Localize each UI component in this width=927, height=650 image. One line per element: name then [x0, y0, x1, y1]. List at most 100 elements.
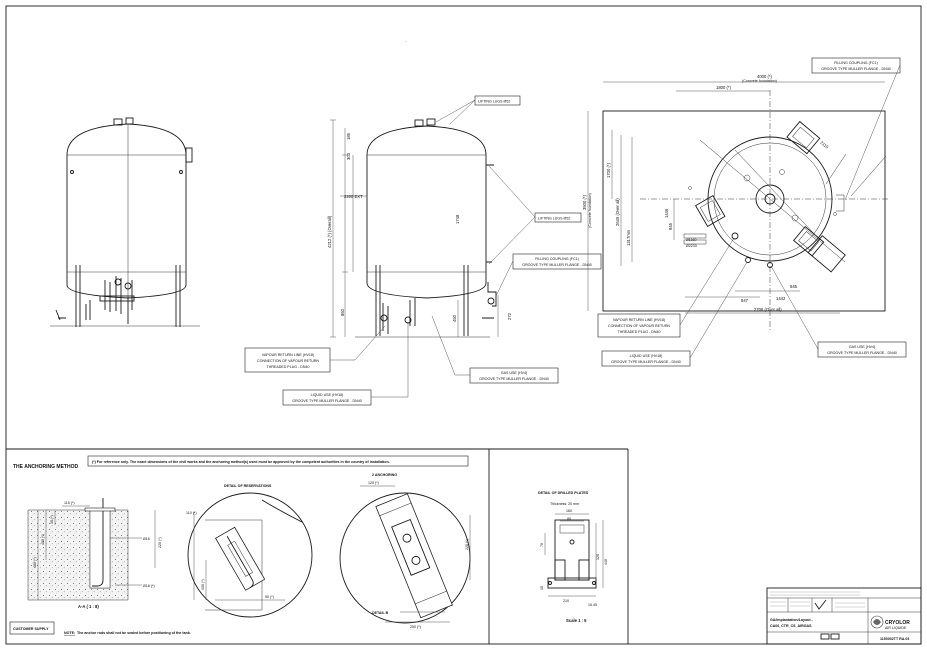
- svg-text:70: 70: [540, 543, 544, 547]
- svg-text:80: 80: [567, 517, 571, 521]
- svg-text:440: 440: [604, 559, 608, 565]
- svg-text:CONNECTION OF VAPOUR RETURN: CONNECTION OF VAPOUR RETURN: [608, 324, 670, 328]
- svg-text:GAS USE (HV4): GAS USE (HV4): [849, 345, 875, 349]
- svg-text:3500 (*): 3500 (*): [582, 194, 587, 210]
- svg-text:160: 160: [566, 509, 572, 513]
- callout-liquid-use-plan: LIQUID USE (HV18) GROOVE TYPE MULLER FLA…: [601, 261, 748, 367]
- svg-text:15.45: 15.45: [588, 603, 597, 607]
- svg-text:947: 947: [741, 298, 749, 303]
- svg-text:400 (*): 400 (*): [201, 579, 205, 590]
- svg-text:Ø18 (*): Ø18 (*): [143, 584, 155, 588]
- sheet-border: [5, 5, 922, 645]
- svg-text:1446: 1446: [664, 208, 669, 218]
- svg-text:DETAIL OF DRILLED PLATES: DETAIL OF DRILLED PLATES: [538, 491, 589, 495]
- svg-text:1800 (*): 1800 (*): [716, 85, 732, 90]
- svg-text:120: 120: [596, 554, 600, 560]
- svg-text:303: 303: [346, 152, 351, 160]
- svg-text:1442: 1442: [776, 296, 786, 301]
- svg-text:Ø2233: Ø2233: [686, 244, 697, 248]
- svg-text:945: 945: [668, 222, 673, 230]
- svg-text:(Concrete foundation): (Concrete foundation): [742, 79, 777, 83]
- svg-text:GROOVE TYPE MULLER FLANGE - DN: GROOVE TYPE MULLER FLANGE - DN40: [821, 67, 890, 71]
- svg-text:THREADED PLUG - DN40: THREADED PLUG - DN40: [618, 330, 661, 334]
- svg-text:FILLING COUPLING (FC1): FILLING COUPLING (FC1): [535, 257, 579, 261]
- svg-text:30 (*): 30 (*): [50, 515, 54, 524]
- anchoring-note-box: [87, 455, 469, 467]
- svg-text:250 (*): 250 (*): [410, 625, 421, 629]
- drawing-title-line1: GA/Implantation/Layout -: [770, 618, 814, 622]
- svg-text:1748: 1748: [455, 214, 460, 224]
- svg-text:110 (*): 110 (*): [186, 511, 197, 515]
- svg-text:450: 450: [452, 314, 457, 322]
- svg-text:645: 645: [790, 284, 798, 289]
- svg-text:1700 (*): 1700 (*): [606, 162, 611, 178]
- svg-text:GAS USE (HV4): GAS USE (HV4): [501, 371, 527, 375]
- callout-gas-use-side: GAS USE (HV4) GROOVE TYPE MULLER FLANGE …: [431, 315, 559, 384]
- svg-text:220 (*): 220 (*): [158, 537, 162, 548]
- elevation-dimension-texts: 4212 (*) (Overall) 185 303 1748 860 450 …: [327, 132, 512, 322]
- section-a-a: 115 (*) 480 (*) 400 (*) 30 (*) 220 (*) Ø…: [27, 498, 162, 609]
- svg-text:LIFTING LUGS Ø52: LIFTING LUGS Ø52: [538, 217, 570, 221]
- svg-text:860: 860: [340, 308, 345, 316]
- svg-text:2110: 2110: [819, 140, 830, 150]
- anchor-note-text: The anchor rods shall not be sealed befo…: [77, 631, 191, 635]
- callout-vapour-return-side: VAPOUR RETURN LINE (HV18) CONNECTION OF …: [244, 325, 386, 373]
- tank-side-elevation: [330, 118, 499, 338]
- svg-text:THREADED PLUG - DN40: THREADED PLUG - DN40: [267, 365, 310, 369]
- callout-lifting-lugs-side: LIFTING LUGS Ø52: [488, 165, 582, 265]
- plan-dimension-texts: 4000 (*) (Concrete foundation) 1800 (*) …: [582, 74, 830, 312]
- svg-text:LIFTING LUGS Ø52: LIFTING LUGS Ø52: [478, 100, 510, 104]
- svg-text:Ø16: Ø16: [143, 537, 150, 541]
- callout-vapour-return-plan: VAPOUR RETURN LINE (HV18) CONNECTION OF …: [597, 237, 735, 338]
- svg-text:GROOVE TYPE MULLER FLANGE - DN: GROOVE TYPE MULLER FLANGE - DN40: [827, 351, 896, 355]
- svg-text:GROOVE TYPE MULLER FLANGE - DN: GROOVE TYPE MULLER FLANGE - DN40: [292, 399, 361, 403]
- company-name: CRYOLOR: [885, 620, 910, 626]
- callout-liquid-use-side: LIQUID USE (HV18) GROOVE TYPE MULLER FLA…: [282, 322, 409, 406]
- svg-text:2645 (Over all): 2645 (Over all): [615, 198, 620, 226]
- anchor-note-label: NOTE:: [64, 631, 75, 635]
- svg-text:Ø1160: Ø1160: [686, 238, 697, 242]
- svg-text:2 ANCHORING: 2 ANCHORING: [372, 473, 397, 477]
- svg-text:VAPOUR RETURN LINE (HV18): VAPOUR RETURN LINE (HV18): [262, 353, 314, 357]
- svg-text:4212 (*) (Overall): 4212 (*) (Overall): [327, 215, 332, 248]
- svg-text:˙: ˙: [405, 41, 407, 47]
- svg-text:GROOVE TYPE MULLER FLANGE - DN: GROOVE TYPE MULLER FLANGE - DN40: [522, 263, 591, 267]
- svg-text:A-A ( 1 : 8): A-A ( 1 : 8): [78, 604, 99, 609]
- anchoring-note: (*) For reference only. The exact dimens…: [92, 460, 390, 464]
- svg-text:LIQUID USE (HV18): LIQUID USE (HV18): [630, 354, 663, 358]
- title-block: GA/Implantation/Layout - CA06_CTR_CS_AIR…: [766, 587, 922, 645]
- svg-text:Thickness: 20 mm: Thickness: 20 mm: [550, 502, 579, 506]
- anchoring-title: THE ANCHORING METHOD: [13, 464, 78, 470]
- svg-text:4000 (*): 4000 (*): [757, 74, 773, 79]
- svg-text:DETAIL B: DETAIL B: [372, 611, 389, 615]
- svg-text:CONNECTION OF VAPOUR RETURN: CONNECTION OF VAPOUR RETURN: [257, 359, 319, 363]
- svg-text:LIQUID USE (HV18): LIQUID USE (HV18): [311, 393, 344, 397]
- tank-front-view-left: [50, 117, 200, 327]
- svg-text:185: 185: [346, 132, 351, 140]
- svg-text:Scale 1 : 5: Scale 1 : 5: [566, 618, 587, 623]
- svg-text:115 (*): 115 (*): [64, 501, 75, 505]
- detail-of-reservations: DETAIL OF RESERVATIONS 110 (*) 400 (*) 9…: [186, 484, 313, 618]
- callout-filling-coupling-side: FILLING COUPLING (FC1) GROOVE TYPE MULLE…: [495, 253, 602, 297]
- svg-text:GROOVE TYPE MULLER FLANGE - DN: GROOVE TYPE MULLER FLANGE - DN40: [479, 377, 548, 381]
- svg-text:15: 15: [540, 586, 544, 590]
- svg-text:480 (*): 480 (*): [33, 557, 37, 568]
- svg-text:VAPOUR RETURN LINE (HV18): VAPOUR RETURN LINE (HV18): [613, 318, 665, 322]
- callout-lifting-lugs-top: LIFTING LUGS Ø52: [435, 95, 521, 125]
- drawing-title-line2: CA06_CTR_CS_AIRGAS: [770, 624, 812, 628]
- svg-text:90 (*): 90 (*): [265, 595, 274, 599]
- callout-gas-use-plan: GAS USE (HV4) GROOVE TYPE MULLER FLANGE …: [770, 265, 907, 358]
- svg-text:272: 272: [507, 312, 512, 320]
- svg-text:GROOVE TYPE MULLER FLANGE - DN: GROOVE TYPE MULLER FLANGE - DN40: [611, 360, 680, 364]
- svg-text:400 (*): 400 (*): [41, 534, 45, 545]
- callout-filling-coupling-plan: FILLING COUPLING (FC1) GROOVE TYPE MULLE…: [811, 57, 901, 201]
- detail-b-anchoring: 2 ANCHORING 120 (*) 220 (*) 250 (*) DETA…: [339, 473, 471, 629]
- customer-supply-box: [9, 621, 55, 635]
- svg-text:2706 (Over all): 2706 (Over all): [754, 307, 782, 312]
- svg-text:1317mm: 1317mm: [626, 229, 631, 246]
- ext-diameter-label: 2200 EXT: [344, 194, 363, 199]
- detail-drilled-plates: DETAIL OF DRILLED PLATES Thickness: 20 m…: [538, 491, 608, 623]
- svg-text:210: 210: [563, 599, 569, 603]
- svg-text:(Concrete foundation): (Concrete foundation): [588, 193, 592, 228]
